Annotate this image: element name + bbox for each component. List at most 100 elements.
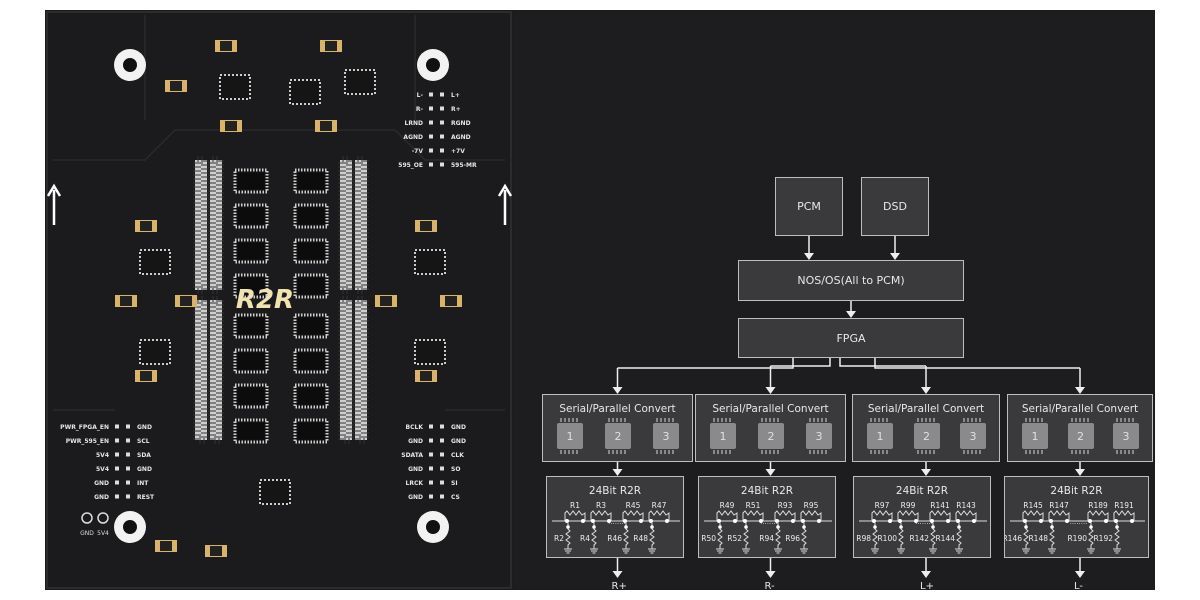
- series-resistor-label: R143: [956, 501, 976, 510]
- output-label: R-: [764, 581, 775, 592]
- series-resistor: R3: [590, 501, 612, 523]
- pin-label: 5V4: [96, 452, 109, 459]
- ladder-ellipsis: ........: [915, 518, 933, 526]
- shunt-resistor-label: R4: [580, 534, 590, 543]
- pin-label: GND: [451, 424, 466, 431]
- svg-text:GND: GND: [80, 530, 94, 537]
- shift-register-chip-icon: 1: [710, 418, 736, 454]
- pin-label: R-: [416, 106, 424, 113]
- regulator-ic: [139, 249, 171, 275]
- shunt-resistor-label: R94: [759, 534, 774, 543]
- resistor-ladder: R1R2R3R4R45R46R47R48........: [552, 501, 680, 554]
- shift-register-chip-icon: 3: [653, 418, 679, 454]
- nos-os-box: NOS/OS(All to PCM): [738, 260, 964, 301]
- shunt-resistor-label: R98: [856, 534, 871, 543]
- series-resistor: R93: [774, 501, 796, 523]
- chip-number: 3: [1122, 429, 1130, 443]
- pin-pad: [429, 424, 433, 429]
- chip-number: 3: [815, 429, 823, 443]
- pin-label: L+: [451, 92, 460, 99]
- shunt-resistor-label: R144: [935, 534, 955, 543]
- shunt-resistor: R94: [759, 523, 782, 554]
- shunt-resistor-label: R146: [1005, 534, 1022, 543]
- shunt-resistor-label: R190: [1067, 534, 1087, 543]
- shunt-resistor-label: R142: [909, 534, 929, 543]
- pin-header-strip: [338, 156, 354, 294]
- pin-pad: [440, 438, 444, 443]
- series-resistor: R49: [716, 501, 738, 523]
- smd-component: [315, 120, 337, 132]
- pin-pad: [429, 480, 433, 485]
- dac-ic-chip: [293, 313, 329, 339]
- series-resistor: R51: [742, 501, 764, 523]
- series-resistor: R189: [1087, 501, 1109, 523]
- series-resistor-label: R49: [720, 501, 735, 510]
- serial-parallel-title: Serial/Parallel Convert: [712, 403, 829, 415]
- shunt-resistor: R148: [1028, 523, 1056, 554]
- pin-label: SI: [451, 480, 458, 487]
- dac-ic-chip: [293, 383, 329, 409]
- regulator-ic: [139, 339, 171, 365]
- pin-pad: [440, 466, 444, 471]
- pcm-arrow: [804, 236, 814, 260]
- pin-label: GND: [94, 480, 109, 487]
- pcm-label: PCM: [797, 200, 821, 213]
- shunt-resistor: R146: [1005, 523, 1030, 554]
- ladder-ellipsis: ........: [1070, 518, 1088, 526]
- pin-header-strip: [208, 156, 224, 294]
- smd-component: [215, 40, 237, 52]
- pin-label: AGND: [451, 134, 471, 141]
- smd-component: [205, 545, 227, 557]
- pin-label: SCL: [137, 438, 150, 445]
- output-arrow: [921, 558, 931, 578]
- dac-ic-chip: [293, 348, 329, 374]
- shift-register-chip-icon: 1: [867, 418, 893, 454]
- series-resistor: R45: [622, 501, 644, 523]
- shunt-resistor: R100: [877, 523, 905, 554]
- regulator-ic: [414, 249, 446, 275]
- fpga-label: FPGA: [836, 331, 866, 345]
- pin-label: GND: [408, 438, 423, 445]
- shunt-resistor-label: R192: [1093, 534, 1113, 543]
- pin-label: -7V: [412, 148, 424, 155]
- pin-pad: [115, 466, 119, 471]
- block-diagram: PCM DSD NOS/OS(All to PCM) FPGA Serial/P…: [513, 10, 1155, 592]
- pin-pad: [115, 480, 119, 485]
- shunt-resistor: R142: [909, 523, 937, 554]
- pin-pad: [126, 494, 130, 499]
- series-resistor-label: R99: [901, 501, 916, 510]
- series-resistor-label: R3: [596, 501, 606, 510]
- pin-pad: [429, 494, 433, 499]
- pin-label: GND: [451, 438, 466, 445]
- output-label: L+: [920, 581, 934, 592]
- series-resistor-label: R189: [1088, 501, 1108, 510]
- pin-pad: [126, 424, 130, 429]
- dac-ic-chip: [233, 383, 269, 409]
- pin-pad: [126, 438, 130, 443]
- shunt-resistor: R190: [1067, 523, 1095, 554]
- dac-ic-chip: [233, 273, 269, 299]
- pcm-input-box: PCM: [775, 177, 843, 236]
- smd-component: [155, 540, 177, 552]
- header-pin-row: GND GND: [408, 438, 466, 445]
- pin-label: CS: [451, 494, 460, 501]
- pin-pad: [440, 106, 444, 111]
- header-pin-row: R-R+: [416, 106, 461, 113]
- pin-label: +7V: [451, 148, 465, 155]
- series-resistor: R141: [929, 501, 951, 523]
- pin-pad: [440, 424, 444, 429]
- pin-pad: [440, 494, 444, 499]
- series-resistor-label: R45: [626, 501, 641, 510]
- series-resistor: R1: [564, 501, 586, 523]
- shunt-resistor: R48: [633, 523, 656, 554]
- pin-pad: [440, 452, 444, 457]
- series-resistor-label: R1: [570, 501, 580, 510]
- resistor-ladder: R97R98R99R100R141R142R143R144........: [856, 501, 987, 554]
- shift-register-chip-icon: 1: [557, 418, 583, 454]
- shift-register-chip-icon: 2: [758, 418, 784, 454]
